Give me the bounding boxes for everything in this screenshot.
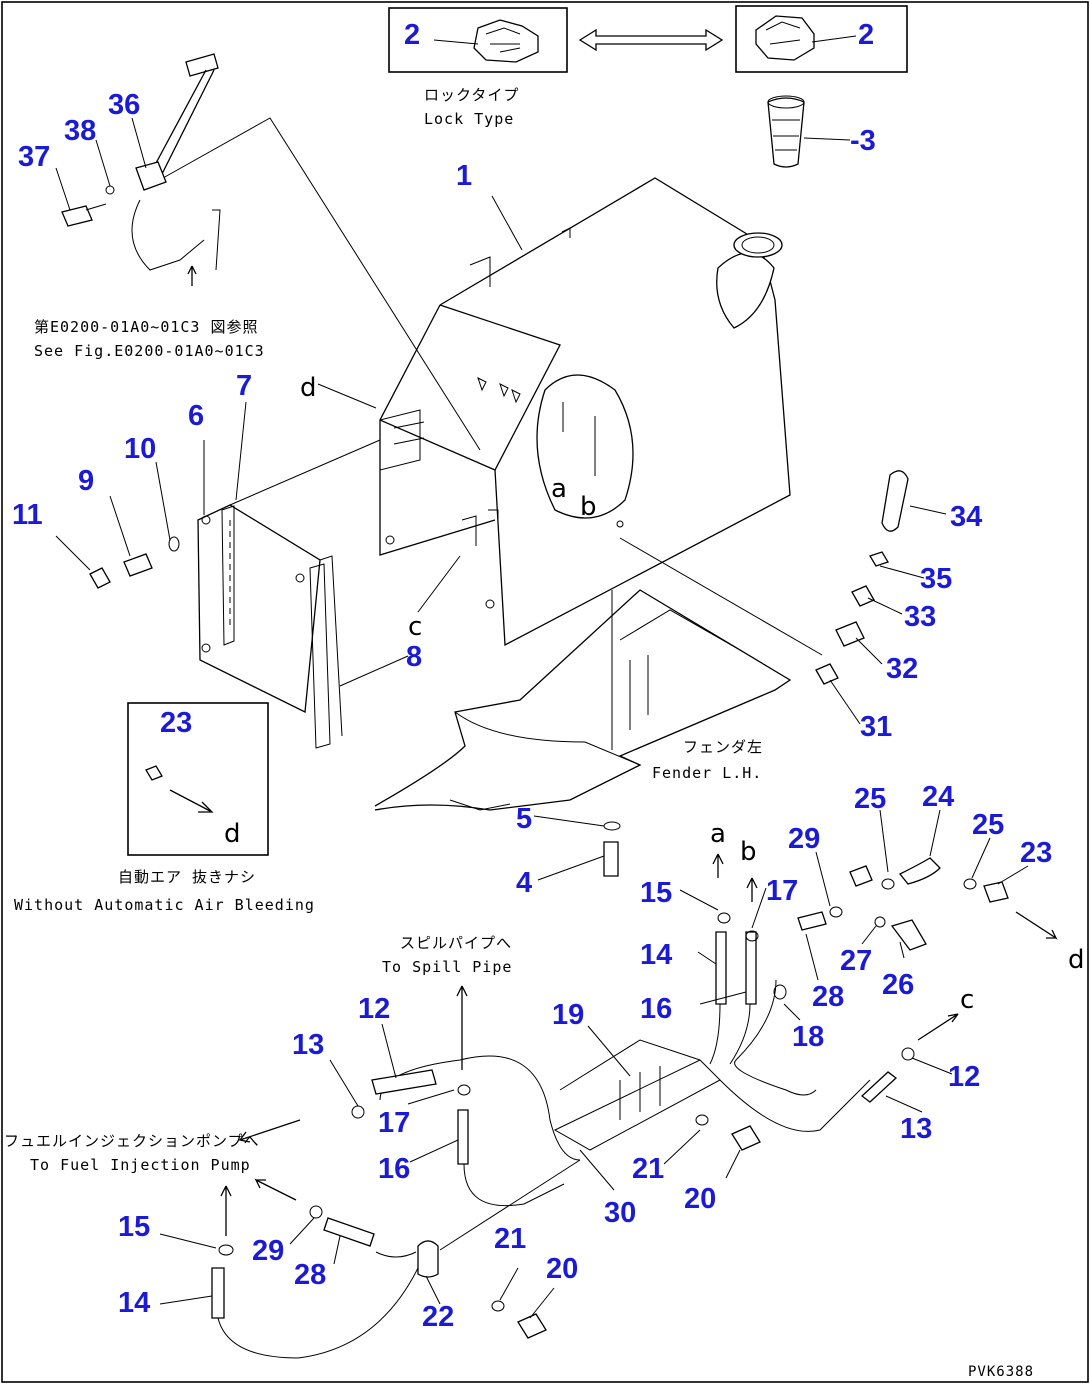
fuel-injection-pump-en-caption: To Fuel Injection Pump xyxy=(30,1156,251,1174)
callout-17: 17 xyxy=(766,875,798,907)
callout-23: 23 xyxy=(160,707,192,739)
callout-16: 16 xyxy=(640,993,672,1025)
callout-23: 23 xyxy=(1020,837,1052,869)
callout-leaders xyxy=(55,35,1029,1319)
without-air-bleed-en-caption: Without Automatic Air Bleeding xyxy=(14,896,315,914)
callout-5: 5 xyxy=(516,803,532,835)
lock-type-en-caption: Lock Type xyxy=(424,110,514,128)
callout-7: 7 xyxy=(236,370,252,402)
callout-15: 15 xyxy=(118,1211,150,1243)
callout-25: 25 xyxy=(854,783,886,815)
callout-36: 36 xyxy=(108,89,140,121)
callout-28: 28 xyxy=(812,981,844,1013)
callout-10: 10 xyxy=(124,433,156,465)
callout-19: 19 xyxy=(552,999,584,1031)
callout-6: 6 xyxy=(188,400,204,432)
fuel-gauge-assembly xyxy=(61,53,221,271)
callout-25: 25 xyxy=(972,809,1004,841)
callout-17: 17 xyxy=(378,1107,410,1139)
inset-arrow xyxy=(169,789,214,813)
side-cover-plate xyxy=(197,504,343,749)
small-fittings xyxy=(218,878,977,1312)
callout-12: 12 xyxy=(948,1061,980,1093)
letter-b: b xyxy=(740,837,757,867)
callout-9: 9 xyxy=(78,465,94,497)
fender-jp-caption: フェンダ左 xyxy=(683,738,763,756)
leader-plate-to-tank xyxy=(229,439,381,506)
letter-d: d xyxy=(300,373,317,403)
bolt-washer-cap xyxy=(89,536,180,589)
letter-c: c xyxy=(408,612,422,642)
callout-8: 8 xyxy=(406,641,422,673)
letter-d: d xyxy=(224,819,241,849)
callout-30: 30 xyxy=(604,1197,636,1229)
letter-d: d xyxy=(1068,945,1085,975)
callout-20: 20 xyxy=(684,1183,716,1215)
callout-21: 21 xyxy=(494,1223,526,1255)
ref-arrow xyxy=(187,265,197,286)
callout-35: 35 xyxy=(920,563,952,595)
spill-pipe-jp-caption: スピルパイプへ xyxy=(400,934,512,952)
callout-2: 2 xyxy=(858,19,874,51)
callout-26: 26 xyxy=(882,969,914,1001)
callout-27: 27 xyxy=(840,945,872,977)
callout-13: 13 xyxy=(900,1113,932,1145)
callout-24: 24 xyxy=(922,781,954,813)
callout-11: 11 xyxy=(12,499,43,531)
callout-29: 29 xyxy=(252,1235,284,1267)
mount-bolt-washer xyxy=(603,821,621,877)
leader-gauge-to-tank xyxy=(162,117,481,451)
callout-15: 15 xyxy=(640,877,672,909)
callout-21: 21 xyxy=(632,1153,664,1185)
see-fig-jp-caption: 第E0200-01A0~01C3 図参照 xyxy=(34,318,259,336)
callout-33: 33 xyxy=(904,601,936,633)
spill-pipe-en-caption: To Spill Pipe xyxy=(382,958,512,976)
cap-variant-standard xyxy=(735,5,908,73)
fuel-tank xyxy=(379,177,791,647)
letter-c: c xyxy=(960,985,974,1015)
callout-14: 14 xyxy=(640,939,672,971)
connection-letters: d a b c d a b d c xyxy=(224,373,1085,1015)
see-fig-en-caption: See Fig.E0200-01A0~01C3 xyxy=(34,342,265,360)
callout-37: 37 xyxy=(18,141,50,173)
callout-4: 4 xyxy=(516,867,532,899)
callout-12: 12 xyxy=(358,993,390,1025)
filler-strainer xyxy=(767,95,805,168)
letter-a: a xyxy=(710,819,726,849)
callout-32: 32 xyxy=(886,653,918,685)
letter-b: b xyxy=(580,492,597,522)
callout-16: 16 xyxy=(378,1153,410,1185)
callout-1: 1 xyxy=(456,160,472,192)
letter-a: a xyxy=(551,474,567,504)
cap-variant-lock-type xyxy=(388,7,568,73)
fuel-injection-pump-jp-caption: フュエルインジェクションポンプへ xyxy=(4,1132,260,1150)
callout-20: 20 xyxy=(546,1253,578,1285)
callout-14: 14 xyxy=(118,1287,150,1319)
callout-13: 13 xyxy=(292,1029,324,1061)
callout-28: 28 xyxy=(294,1259,326,1291)
callout-22: 22 xyxy=(422,1301,454,1333)
fender-left-hand xyxy=(374,589,792,811)
leader-tank-to-drain xyxy=(619,537,823,656)
figure-code: PVK6388 xyxy=(968,1364,1034,1380)
callout-29: 29 xyxy=(788,823,820,855)
callout-18: 18 xyxy=(792,1021,824,1053)
callout-2: 2 xyxy=(404,19,420,51)
lock-type-jp-caption: ロックタイプ xyxy=(424,86,519,104)
without-air-bleed-jp-caption: 自動エア 抜きナシ xyxy=(118,868,256,886)
callout-34: 34 xyxy=(950,501,982,533)
callout-38: 38 xyxy=(64,115,96,147)
fuel-piping xyxy=(211,857,1009,1359)
callout-31: 31 xyxy=(860,711,892,743)
drain-hardware xyxy=(815,470,909,685)
interchange-arrow xyxy=(578,28,724,52)
inset-without-air-bleed xyxy=(127,702,269,856)
direction-arrows xyxy=(220,853,1058,1236)
callout-3: -3 xyxy=(850,125,876,157)
fender-en-caption: Fender L.H. xyxy=(652,764,762,782)
callouts: 2 2 -3 1 36 38 37 7 6 10 9 11 8 34 35 33… xyxy=(12,19,1052,1333)
inset-fitting xyxy=(145,765,163,781)
